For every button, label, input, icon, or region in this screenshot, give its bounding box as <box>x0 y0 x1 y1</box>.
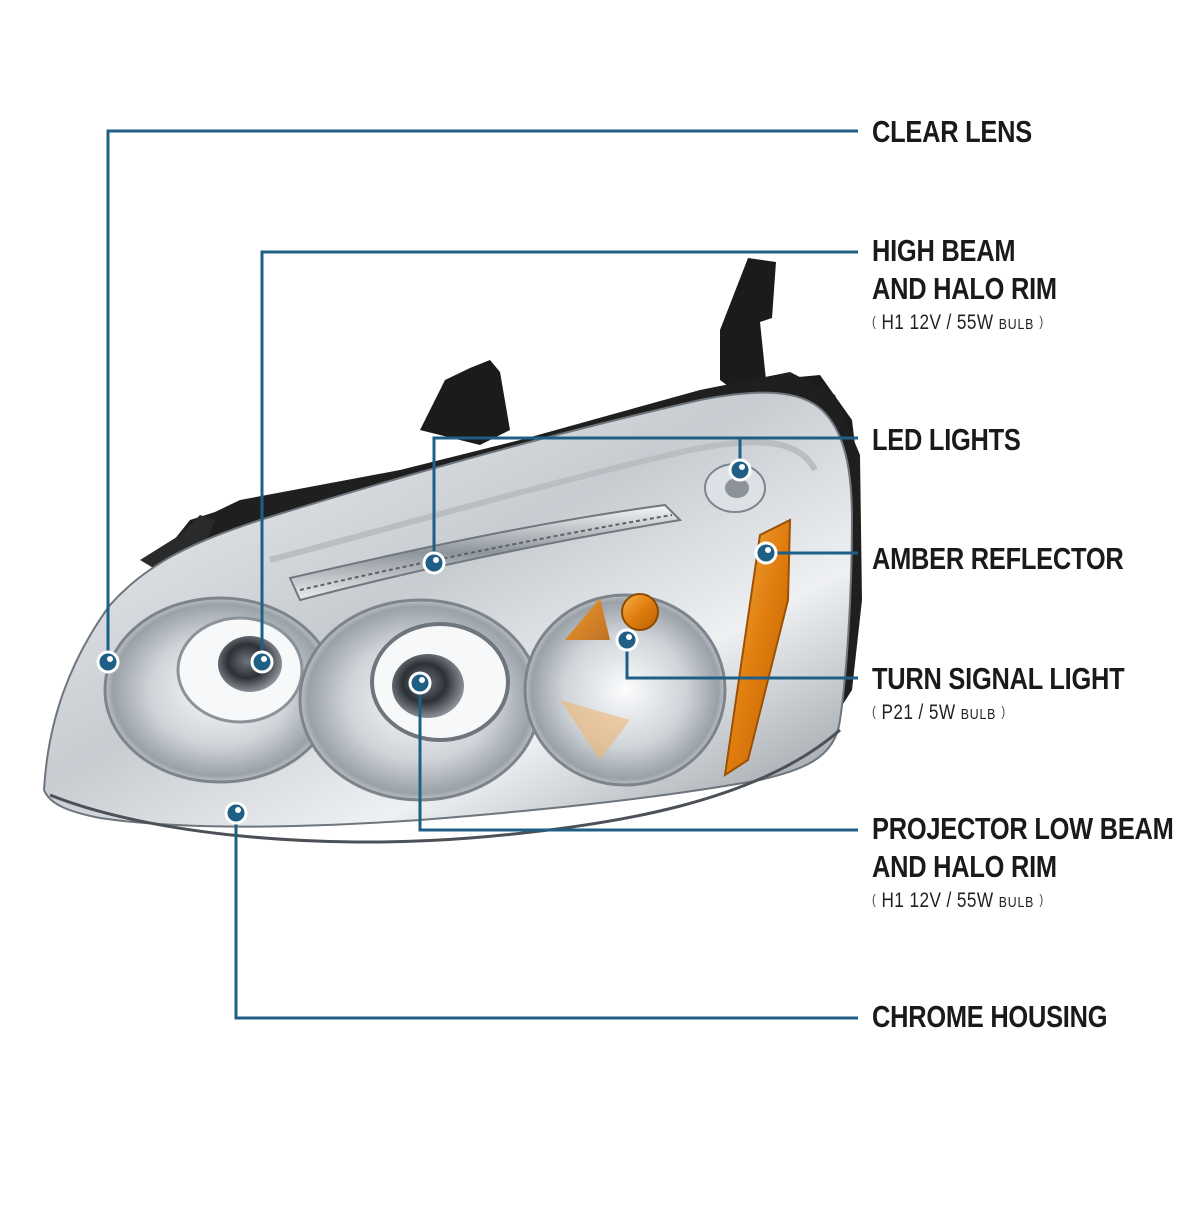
high-beam-line2: AND HALO RIM <box>872 271 1057 306</box>
turn-signal-label: TURN SIGNAL LIGHT ( P21 / 5W BULB ) <box>872 660 1125 728</box>
turn-signal-bowl <box>523 593 727 787</box>
projector-low-beam-dot <box>408 671 432 695</box>
led-lights-leader-line <box>432 436 858 563</box>
led-lights-text: LED LIGHTS <box>872 422 1021 457</box>
led-lights-dot-highlight <box>433 557 439 563</box>
led-strip <box>288 503 683 602</box>
turn-signal-leader-line <box>625 640 858 680</box>
chrome-housing-dot <box>224 801 248 825</box>
turn-signal-spec-main: P21 / 5W <box>881 701 956 724</box>
clear-lens-label: CLEAR LENS <box>872 113 1032 151</box>
projector-low-beam-dot-highlight <box>419 677 425 683</box>
led-lights-dot-secondary <box>728 458 752 482</box>
projector-low-beam-label: PROJECTOR LOW BEAM AND HALO RIM ( H1 12V… <box>872 810 1174 916</box>
high-beam-spec-main: H1 12V / 55W <box>881 311 994 334</box>
amber-reflector-text: AMBER REFLECTOR <box>872 541 1124 576</box>
high-beam-dot-highlight <box>261 656 267 662</box>
chrome-housing-text: CHROME HOUSING <box>872 999 1108 1034</box>
amber-reflector-dot <box>754 541 778 565</box>
amber-reflector-dot-highlight <box>765 547 771 553</box>
clear-lens-text: CLEAR LENS <box>872 114 1032 149</box>
led-lights-dot <box>422 551 446 575</box>
high-beam-dot <box>250 650 274 674</box>
turn-signal-text: TURN SIGNAL LIGHT <box>872 661 1125 696</box>
amber-reflector-strip <box>723 518 792 778</box>
projector-low-beam-line1: PROJECTOR LOW BEAM <box>872 811 1174 846</box>
high-beam-bowl <box>103 596 337 784</box>
clear-lens-dot-highlight <box>107 656 113 662</box>
projector-low-beam-spec-unit: BULB <box>998 894 1035 911</box>
leader-lines <box>106 129 858 1020</box>
turn-signal-dot <box>615 628 639 652</box>
turn-signal-spec: ( P21 / 5W BULB ) <box>872 701 1006 724</box>
amber-reflector-label: AMBER REFLECTOR <box>872 540 1124 578</box>
high-beam-spec: ( H1 12V / 55W BULB ) <box>872 311 1044 334</box>
projector-low-beam-spec-main: H1 12V / 55W <box>881 889 994 912</box>
projector-low-beam-spec: ( H1 12V / 55W BULB ) <box>872 889 1044 912</box>
projector-low-beam-leader-line <box>418 683 858 832</box>
clear-lens-leader-line <box>106 129 858 662</box>
high-beam-line1: HIGH BEAM <box>872 233 1016 268</box>
callout-dots <box>96 458 778 825</box>
projector-low-beam-line2: AND HALO RIM <box>872 849 1057 884</box>
led-lights-label: LED LIGHTS <box>872 421 1021 459</box>
high-beam-label: HIGH BEAM AND HALO RIM ( H1 12V / 55W BU… <box>872 232 1057 338</box>
high-beam-spec-unit: BULB <box>998 316 1035 333</box>
led-lights-dot-secondary-highlight <box>739 464 745 470</box>
high-beam-leader-line <box>260 250 858 662</box>
turn-signal-spec-unit: BULB <box>960 706 997 723</box>
turn-signal-dot-highlight <box>626 634 632 640</box>
chrome-housing-leader-line <box>234 813 858 1020</box>
clear-lens-dot <box>96 650 120 674</box>
chrome-housing-dot-highlight <box>235 807 241 813</box>
chrome-housing-label: CHROME HOUSING <box>872 998 1107 1036</box>
